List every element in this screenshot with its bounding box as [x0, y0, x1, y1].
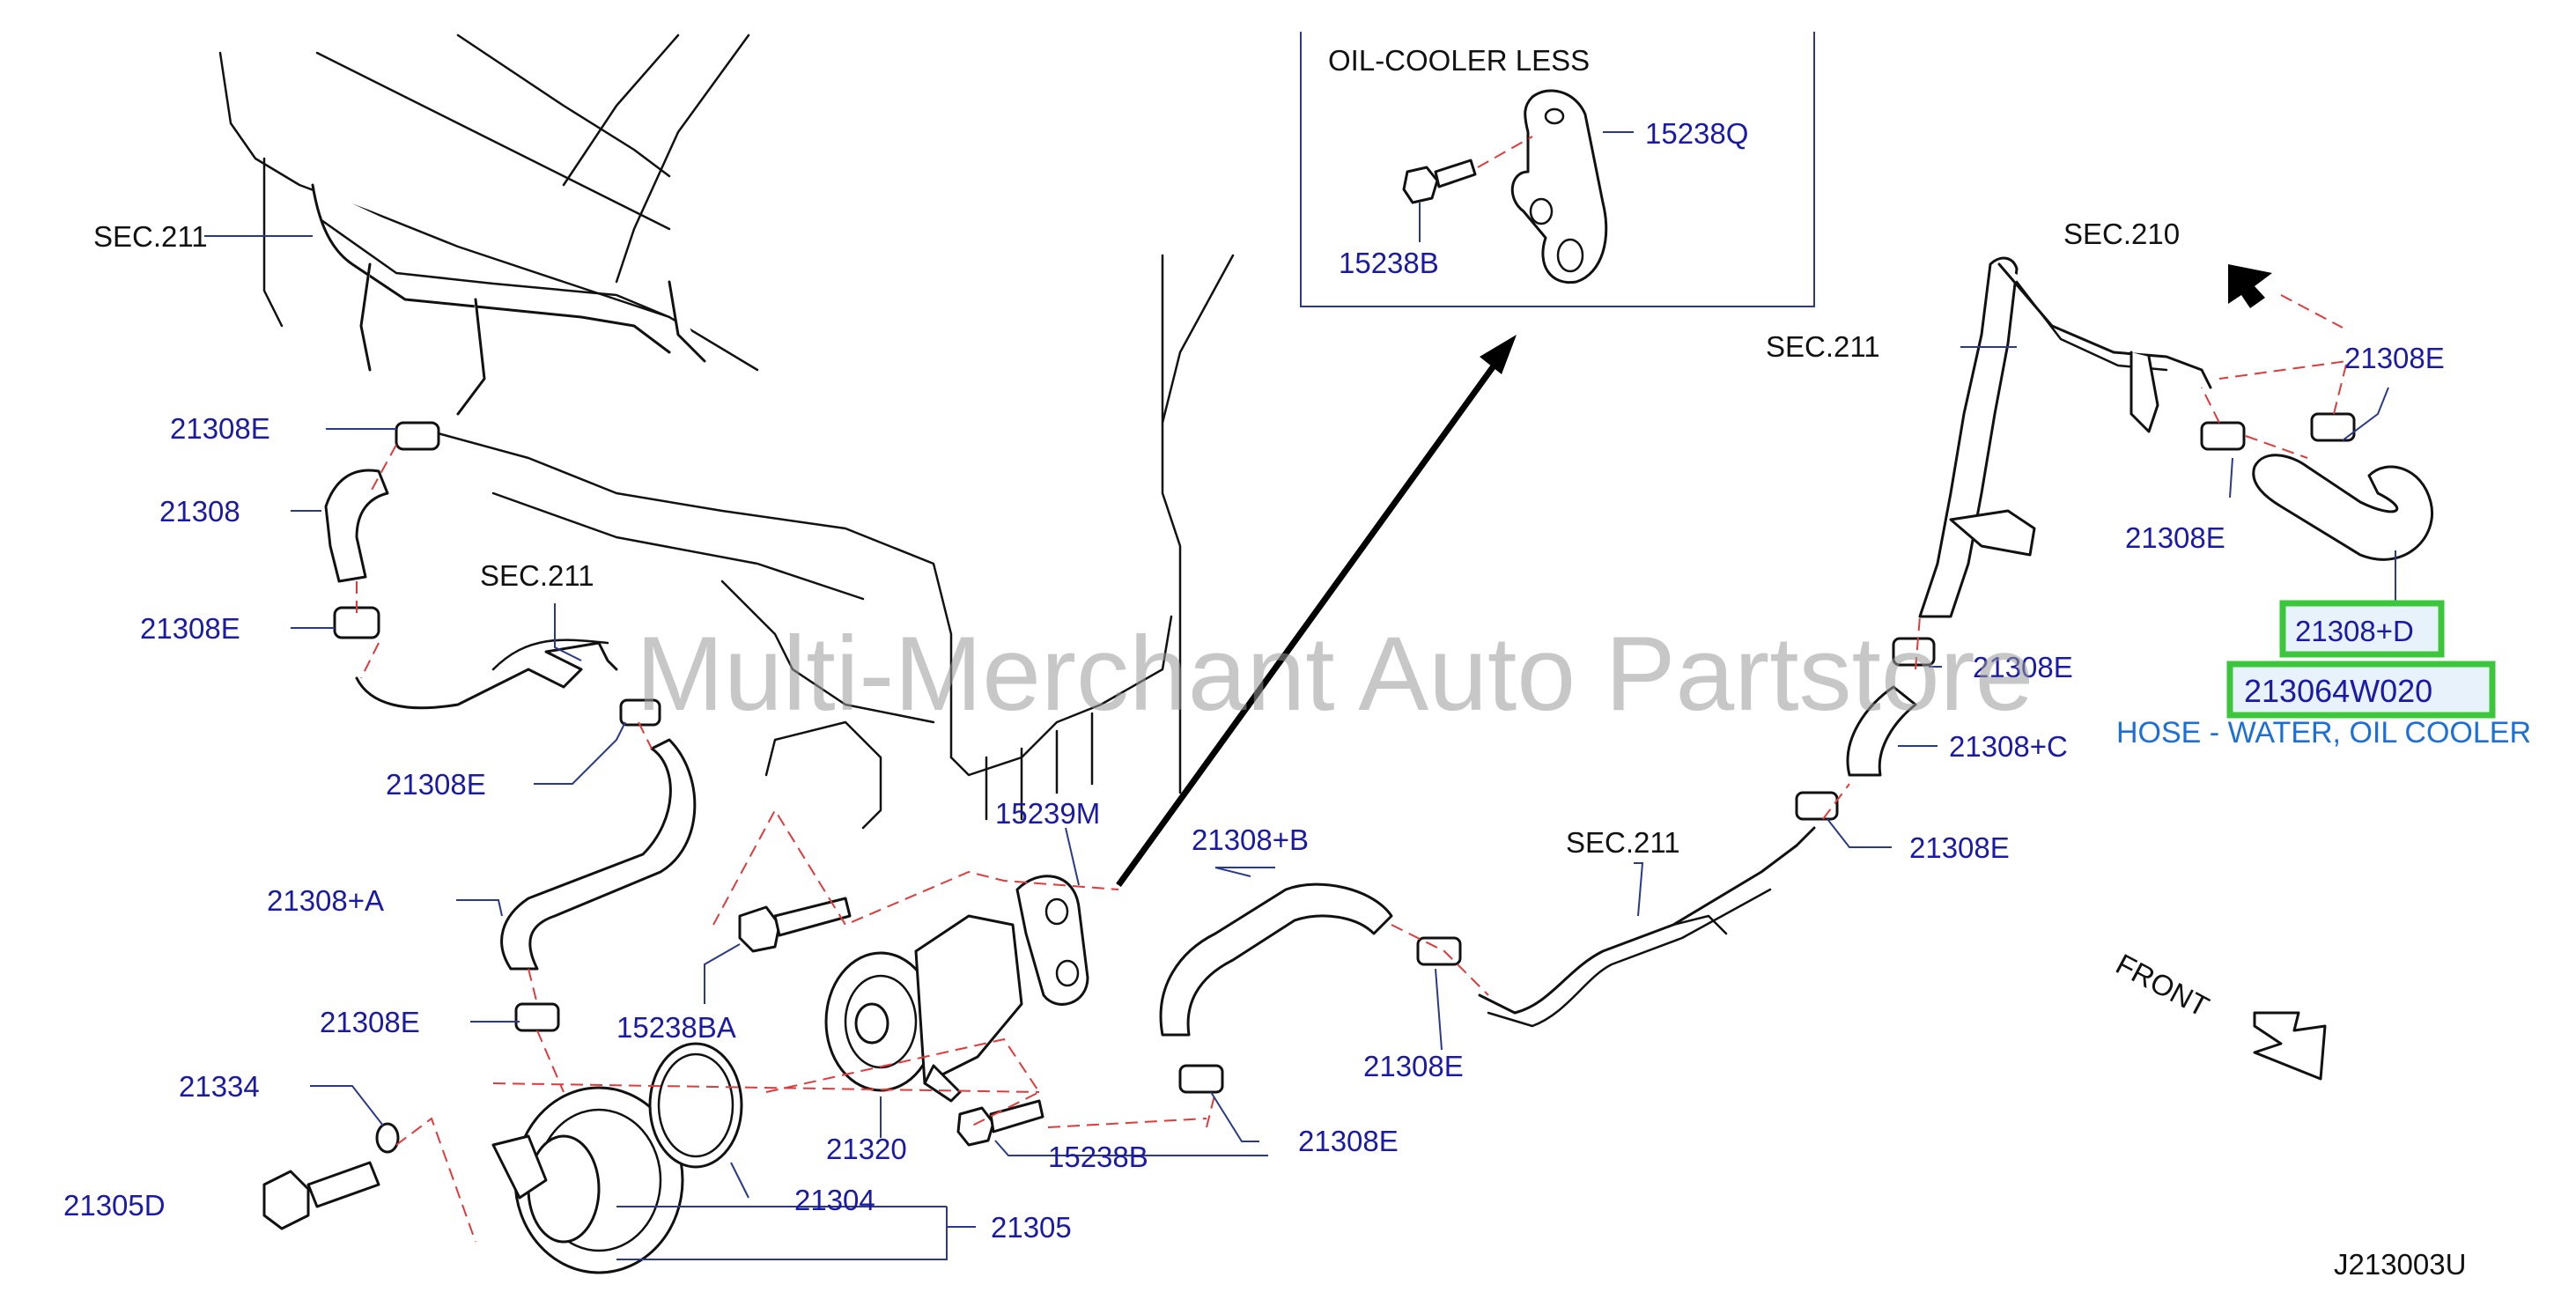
hose-21308 — [324, 421, 440, 639]
oil-cooler-21305 — [491, 1042, 743, 1274]
label-21334: 21334 — [179, 1070, 260, 1103]
front-arrow-icon — [2253, 1011, 2327, 1081]
label-15238q: 15238Q — [1645, 117, 1748, 150]
watermark: Multi-Merchant Auto Partstore — [636, 615, 2033, 733]
hose-21308-c — [1846, 637, 1936, 777]
sec210-arrow-icon — [2228, 264, 2272, 308]
hose-21308-d — [2200, 412, 2433, 561]
label-21308-c: 21308+C — [1949, 730, 2068, 763]
mid-pipe — [355, 639, 661, 727]
right-vertical-pipe — [1918, 256, 2212, 618]
callout-labels: SEC.211 21308E 21308 21308E SEC.211 2130… — [63, 117, 2466, 1281]
lower-right-pipe — [1478, 791, 1839, 1028]
inset-bolt-15238b — [1402, 159, 1477, 204]
bolt-21305d — [262, 1122, 400, 1230]
label-21308e-7: 21308E — [1909, 831, 2010, 864]
label-sec211-low: SEC.211 — [1566, 826, 1680, 859]
label-21308e-10: 21308E — [2125, 521, 2225, 554]
label-21308-a: 21308+A — [267, 884, 384, 917]
label-sec211-top: SEC.211 — [93, 220, 208, 253]
label-21308-b: 21308+B — [1192, 823, 1309, 856]
label-21308e-4: 21308E — [320, 1006, 420, 1038]
diagram-id: J213003U — [2334, 1248, 2466, 1281]
highlighted-part[interactable]: 21308+D 213064W020 HOSE - WATER, OIL COO… — [2116, 600, 2531, 749]
label-21305: 21305 — [991, 1211, 1072, 1244]
label-21308e-6: 21308E — [1298, 1125, 1399, 1157]
label-21308e-8: 21308E — [1973, 651, 2073, 683]
label-21304: 21304 — [794, 1184, 875, 1216]
label-inset-15238b: 15238B — [1339, 247, 1439, 279]
label-front: FRONT — [2111, 948, 2215, 1023]
label-21305d: 21305D — [63, 1189, 166, 1222]
label-sec211-right: SEC.211 — [1766, 330, 1880, 363]
label-21308: 21308 — [159, 495, 240, 528]
label-21308e-1: 21308E — [170, 412, 270, 445]
hose-21308-a — [500, 738, 697, 1032]
highlight-box-part-number — [2226, 661, 2496, 719]
highlight-box-part-ref — [2279, 600, 2445, 658]
inset-title: OIL-COOLER LESS — [1328, 44, 1590, 77]
label-21308e-9: 21308E — [2344, 342, 2445, 374]
inset-pointer-arrow — [1116, 335, 1517, 888]
hose-21308-b — [1159, 882, 1462, 1094]
gasket-15239m — [1015, 875, 1089, 1006]
label-15238b-low: 15238B — [1048, 1141, 1148, 1173]
label-sec210: SEC.210 — [2063, 218, 2180, 250]
upper-water-pipe — [311, 183, 706, 416]
highlight-part-number[interactable]: 213064W020 — [2244, 673, 2432, 709]
label-sec211-mid: SEC.211 — [480, 559, 594, 592]
inset-bracket-15238q — [1510, 89, 1608, 284]
engine-block-outline — [218, 33, 1235, 830]
oil-cooler-less-inset: OIL-COOLER LESS — [1300, 32, 1815, 307]
bolt-15238b — [956, 1099, 1044, 1147]
label-21308e-2: 21308E — [140, 612, 240, 645]
label-15239m: 15239M — [995, 797, 1100, 830]
label-15238ba: 15238BA — [616, 1011, 736, 1044]
label-21308e-5: 21308E — [1363, 1050, 1464, 1082]
label-21320: 21320 — [826, 1133, 907, 1165]
label-21308e-3: 21308E — [386, 768, 486, 801]
highlight-description: HOSE - WATER, OIL COOLER — [2116, 716, 2531, 749]
highlight-part-ref[interactable]: 21308+D — [2295, 615, 2414, 647]
water-pump-21320 — [824, 914, 1023, 1103]
leader-lines — [204, 235, 2396, 1260]
bolt-15238ba — [738, 897, 852, 953]
